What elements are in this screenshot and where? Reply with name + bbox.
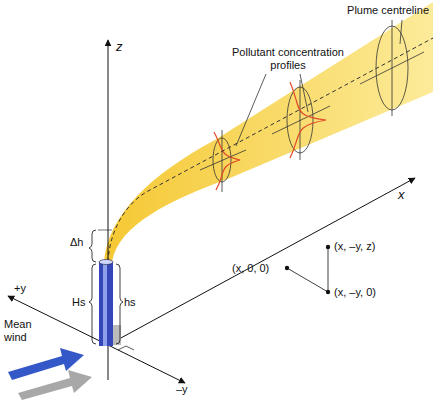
point-label: (x, –y, 0) (334, 286, 376, 299)
point-label: (x, 0, 0) (232, 262, 269, 275)
dimension-label: hs (124, 296, 136, 309)
axis-label: +y (14, 282, 26, 295)
axis-label: z (116, 40, 123, 55)
axis-label: –y (176, 383, 188, 396)
axis-label: x (398, 188, 405, 203)
callout-label: Plume centreline (347, 4, 429, 17)
dimension-label: Δh (70, 236, 83, 249)
wind-label: Mean wind (4, 318, 44, 343)
dimension-label: Hs (72, 296, 85, 309)
point-label: (x, –y, z) (334, 240, 375, 253)
callout-label: Pollutant concentration profiles (232, 46, 344, 71)
